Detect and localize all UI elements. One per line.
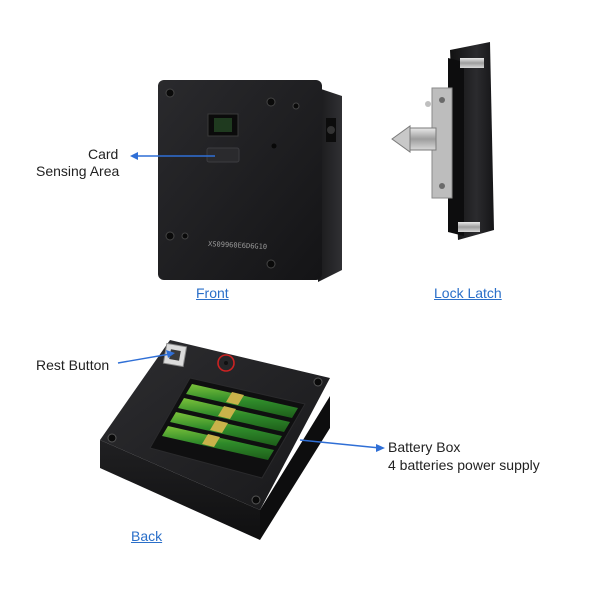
card-sensing-label-line2: Sensing Area [36, 163, 120, 179]
back-caption: Back [131, 528, 163, 544]
front-caption: Front [196, 285, 229, 301]
batteries [162, 384, 298, 460]
rest-button-label: Rest Button [36, 357, 110, 373]
battery-box-label-line2: 4 batteries power supply [388, 457, 540, 473]
battery-box-label-line1: Battery Box [388, 439, 461, 455]
serial-text: XS09960E6D6G10 [208, 240, 267, 251]
lock-latch-caption: Lock Latch [434, 285, 502, 301]
card-sensing-label-line1: Card [88, 146, 119, 162]
